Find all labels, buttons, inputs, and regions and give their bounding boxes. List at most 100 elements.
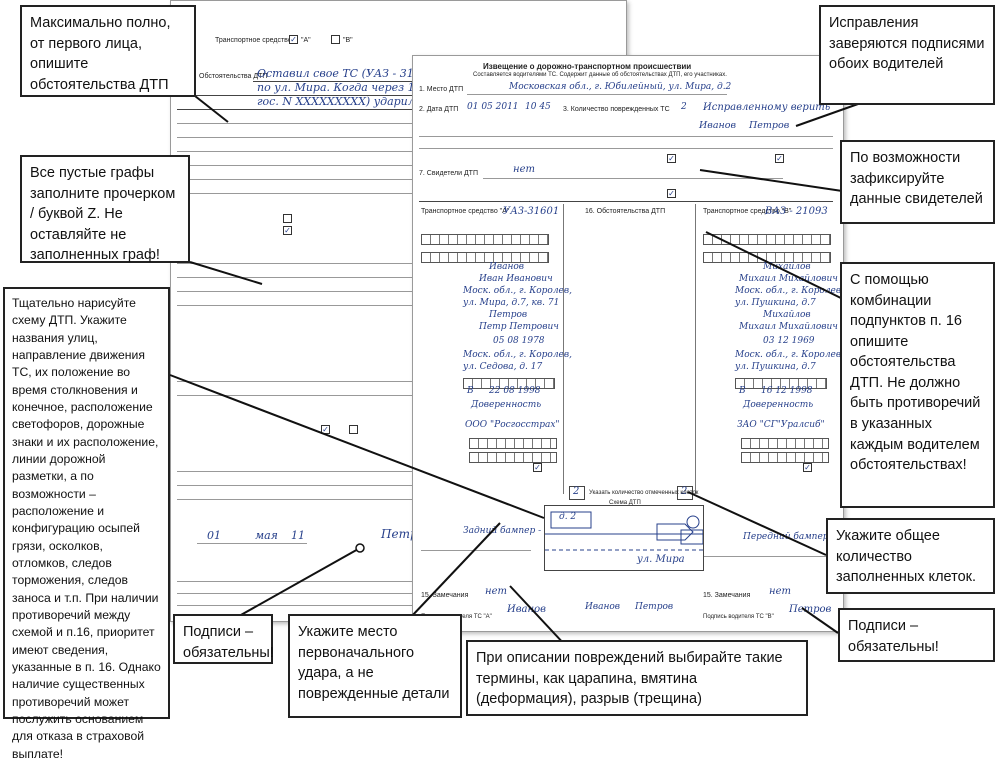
line [177,381,413,382]
leader-corrections [795,103,859,127]
line [419,148,833,149]
callout-impact-place: Укажите место первоначального удара, а н… [288,614,462,718]
line [177,193,413,194]
vehicle-a-header: Транспортное средство "A" [421,208,510,215]
leader-subpoints [705,231,850,303]
leader-signatures-right [801,607,839,634]
leader-witnesses [699,169,850,193]
callout-total-cells: Укажите общее количество заполненных кле… [826,518,995,594]
b-category: B [739,386,746,396]
count-label: Указать количество отмеченных клеток [589,490,699,496]
place-label: 1. Место ДТП [419,86,464,93]
vin-cells-a [421,234,549,245]
b-owner-name: Михаил Михайлович [739,274,838,284]
circumstances-label: Обстоятельства ДТП [199,73,268,80]
checkbox-a-damage-yes[interactable]: ✓ [533,463,542,472]
line [177,605,413,606]
line [197,543,307,544]
line [419,136,833,137]
line [177,593,413,594]
a-driver-surname: Петров [489,310,528,320]
line [483,178,783,179]
date-month: мая [255,529,278,542]
policy-date-cells-b [741,452,829,463]
callout-witnesses: По возможности зафиксируйте данные свиде… [840,140,995,224]
phone-cells-b [735,378,827,389]
line [177,263,413,264]
remarks-a: нет [485,586,507,597]
count-a-value: 2 [573,486,580,497]
checkbox-drivable-no[interactable] [349,425,358,434]
leader-damage [509,585,567,647]
callout-damage-terms: При описании повреждений выбирайте такие… [466,640,808,716]
checkbox-other-property-no[interactable]: ✓ [775,154,784,163]
remarks-label-a: 15. Замечания [421,592,469,599]
a-license-date: 22 08 1998 [489,386,541,396]
line [177,123,413,124]
a-owner-addr2: ул. Мира, д.7, кв. 71 [463,298,560,308]
leader-scheme [169,374,545,519]
line [177,471,413,472]
line [177,109,413,110]
vehicle-a-make: УАЗ-31601 [503,206,560,217]
checkbox-vehicle-b[interactable] [331,35,340,44]
a-document: Доверенность [471,400,542,410]
line [421,550,531,551]
house-shape [550,511,592,529]
checkbox-proxy[interactable]: ✓ [283,226,292,235]
line [177,95,413,96]
checkbox-police-no[interactable]: ✓ [667,189,676,198]
line [253,81,413,82]
witness-value: нет [513,164,535,175]
leader-total-cells [687,491,827,556]
line [703,556,829,557]
b-addr2: ул. Пушкина, д.7 [735,362,816,372]
callout-subpoints: С помощью комбинации подпунктов п. 16 оп… [840,262,995,508]
b-owner-addr2: ул. Пушкина, д.7 [735,298,816,308]
b-damage-text: Передний бампер - трещина [743,532,884,542]
line [177,581,413,582]
checkbox-owner[interactable] [283,214,292,223]
a-owner-surname: Иванов [489,262,525,272]
checkbox-other-damage-no[interactable]: ✓ [667,154,676,163]
a-owner-name: Иван Иванович [479,274,553,284]
vehicles-count-label: 3. Количество поврежденных ТС [563,106,670,113]
b-owner-addr1: Моск. обл., г. Королев, [735,286,844,296]
a-birth-date: 05 08 1978 [493,336,545,346]
b-license-date: 16 12 1998 [761,386,813,396]
leader-signatures-left [231,547,361,621]
line [177,137,413,138]
date-value: 01 05 2011 [467,102,519,112]
count-box-a[interactable]: 2 [569,486,585,500]
vehicle-b-label: "B" [343,37,353,44]
line [177,165,413,166]
callout-signatures-right: Подписи – обязательны! [838,608,995,662]
correction-note: Исправленному верить [703,102,831,113]
checkbox-vehicle-a[interactable]: ✓ [289,35,298,44]
b-insurer: ЗАО "СГ"Уралсиб" [737,420,825,430]
callout-first-person: Максимально полно, от первого лица, опиш… [20,5,196,97]
signature-mid-a: Иванов [585,602,621,612]
circumstances-header: 16. Обстоятельства ДТП [585,208,666,215]
count-b-value: 2 [681,486,688,497]
scheme-label: Схема ДТП [609,500,641,506]
form-subtitle: Составляется водителями ТС. Содержит дан… [473,72,727,78]
line [177,395,413,396]
a-addr2: ул. Седова, д. 17 [463,362,543,372]
remarks-label-b: 15. Замечания [703,592,751,599]
checkbox-b-damage-yes[interactable]: ✓ [803,463,812,472]
line [177,291,413,292]
correction-sign-b: Петров [749,120,790,131]
plate-cells-a [421,252,549,263]
date-label: 2. Дата ДТП [419,106,459,113]
a-owner-addr1: Моск. обл., г. Королев, [463,286,572,296]
vehicle-a-label: "A" [301,37,311,44]
leader-dot [355,543,365,553]
scheme-drawing [545,511,704,551]
callout-corrections: Исправления заверяются подписями обоих в… [819,5,995,105]
place-value: Московская обл., г. Юбилейный, ул. Мира,… [509,82,732,92]
time-value: 10 45 [525,102,551,112]
callout-signatures-left: Подписи – обязательны! [173,614,274,664]
b-birth-date: 03 12 1969 [763,336,815,346]
signature-mid-b: Петров [635,602,674,612]
